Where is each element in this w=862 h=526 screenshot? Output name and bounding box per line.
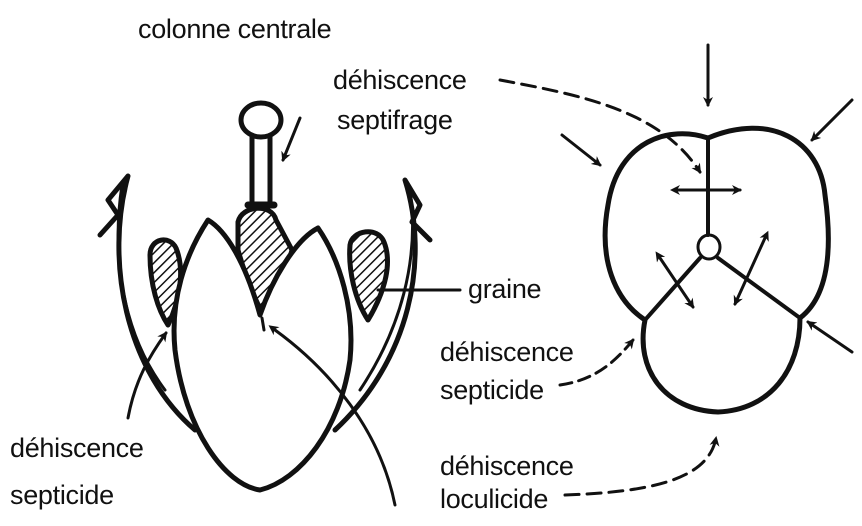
seed-right [350,232,388,320]
septum-right [718,258,800,318]
septifrage-arrow-left [283,118,300,160]
capsule-cross-section [500,45,852,495]
arrow-right [808,322,852,352]
label-dehiscence-loculicide-line2: loculicide [440,484,548,515]
label-dehiscence-septicide-left-line2: septicide [10,480,114,511]
central-axis [698,235,720,259]
label-dehiscence-septifrage-line1: déhiscence [333,65,467,96]
septum-left [645,258,700,320]
loculicide-dashed-arrow [565,438,716,495]
label-dehiscence-septifrage-line2: septifrage [337,105,453,136]
label-dehiscence-septicide-left-line1: déhiscence [10,433,144,464]
label-dehiscence-loculicide-line1: déhiscence [440,451,574,482]
label-graine: graine [468,274,541,305]
column-stem [252,136,270,205]
open-capsule [100,103,460,505]
cross-section-outline [605,128,828,412]
arrow-top-left [562,135,600,165]
septifrage-dashed-arrow [500,80,700,172]
septicide-arrow-left [128,333,166,418]
arrow-top-right [812,100,852,140]
label-colonne-centrale: colonne centrale [138,14,331,45]
valve-tip-mark [262,318,264,330]
double-arrow-right [735,238,765,304]
column-top [241,103,281,137]
label-dehiscence-septicide-right-line2: septicide [440,375,544,406]
label-dehiscence-septicide-right-line1: déhiscence [440,337,574,368]
